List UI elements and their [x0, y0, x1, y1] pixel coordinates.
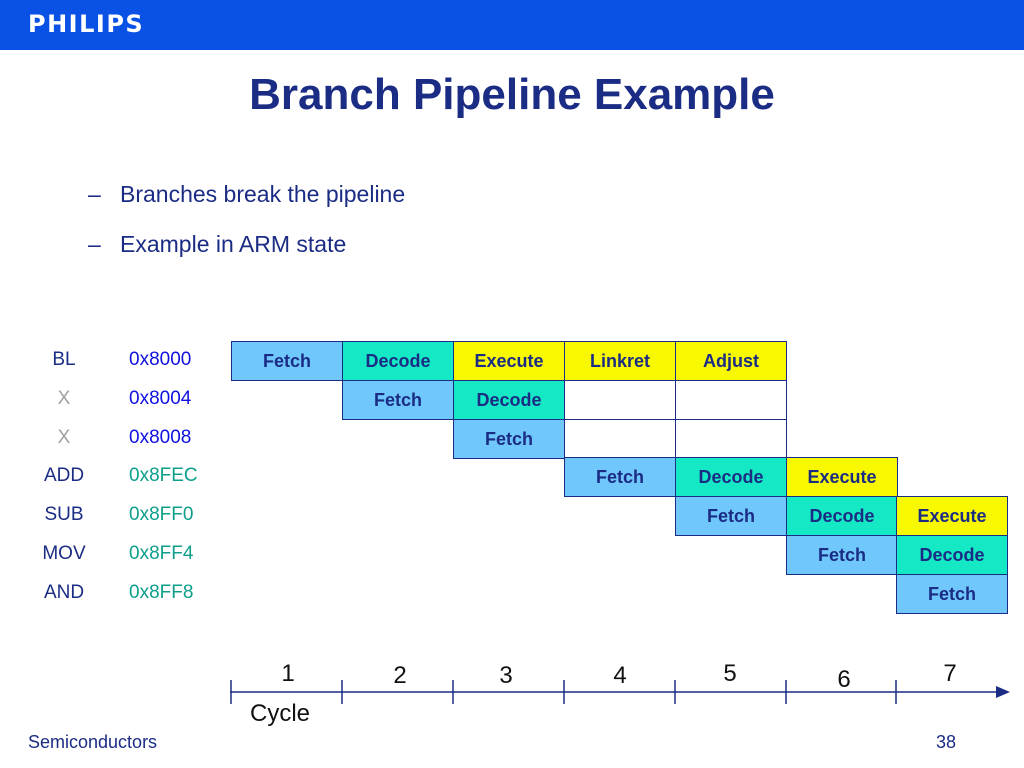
bullet-dash: –	[88, 181, 101, 207]
instruction-label: ADD	[43, 465, 85, 487]
instruction-label: SUB	[44, 504, 84, 526]
bullet-list: –Branches break the pipeline –Example in…	[88, 176, 405, 276]
cycle-number: 7	[943, 660, 957, 687]
instruction-label: AND	[43, 581, 85, 603]
stage-cell-empty	[675, 418, 787, 459]
cycle-number: 6	[837, 666, 851, 693]
stage-cell-linkret: Linkret	[564, 341, 676, 381]
instruction-address: 0x8004	[129, 387, 192, 409]
instruction-address: 0x8008	[129, 426, 192, 448]
stage-cell-execute: Execute	[786, 457, 898, 498]
stage-cell-fetch: Fetch	[342, 379, 454, 420]
stage-cell-empty	[564, 379, 676, 420]
instruction-label: MOV	[42, 543, 86, 564]
stage-cell-fetch: Fetch	[564, 457, 676, 498]
axis-arrow-icon	[996, 686, 1010, 698]
cycle-number: 1	[281, 660, 295, 687]
stage-cell-fetch: Fetch	[786, 535, 898, 575]
instruction-address: 0x8FF8	[129, 581, 194, 603]
slide-title: Branch Pipeline Example	[249, 70, 775, 119]
page-number: 38	[936, 732, 957, 752]
stage-cell-fetch: Fetch	[896, 573, 1008, 614]
stage-cell-decode: Decode	[453, 379, 565, 420]
stage-cell-fetch: Fetch	[231, 341, 343, 381]
instruction-label: X	[57, 426, 71, 448]
cycle-number: 3	[499, 662, 513, 689]
top-bar: PHILIPS	[0, 0, 1024, 50]
axis-ticks	[230, 680, 897, 704]
bullet-dash: –	[88, 231, 101, 257]
stage-cell-fetch: Fetch	[675, 496, 787, 537]
stage-cell-decode: Decode	[342, 341, 454, 381]
instruction-address: 0x8FEC	[129, 465, 198, 487]
cycle-axis	[230, 680, 1010, 704]
stage-cell-empty	[564, 418, 676, 459]
bullet-text: Branches break the pipeline	[120, 181, 406, 207]
instruction-label: X	[57, 387, 71, 409]
philips-logo: PHILIPS	[28, 10, 145, 38]
instruction-address: 0x8000	[129, 349, 192, 370]
bullet-item: –Branches break the pipeline	[88, 176, 405, 226]
instruction-address: 0x8FF0	[129, 504, 194, 526]
stage-cell-execute: Execute	[453, 341, 565, 381]
instruction-address: 0x8FF4	[129, 543, 194, 564]
stage-cell-decode: Decode	[786, 496, 898, 537]
stage-cell-decode: Decode	[675, 457, 787, 498]
stage-cell-empty	[675, 379, 787, 420]
cycle-label: Cycle	[250, 700, 311, 727]
stage-cell-decode: Decode	[896, 535, 1008, 575]
footer-text: Semiconductors	[28, 732, 158, 752]
bullet-text: Example in ARM state	[120, 231, 347, 257]
stage-cell-fetch: Fetch	[453, 418, 565, 459]
stage-cell-adjust: Adjust	[675, 341, 787, 381]
instruction-label: BL	[52, 349, 76, 370]
cycle-number: 5	[723, 660, 737, 687]
bullet-item: –Example in ARM state	[88, 226, 405, 276]
cycle-number: 4	[613, 662, 627, 689]
stage-cell-execute: Execute	[896, 496, 1008, 537]
cycle-number: 2	[393, 662, 407, 689]
